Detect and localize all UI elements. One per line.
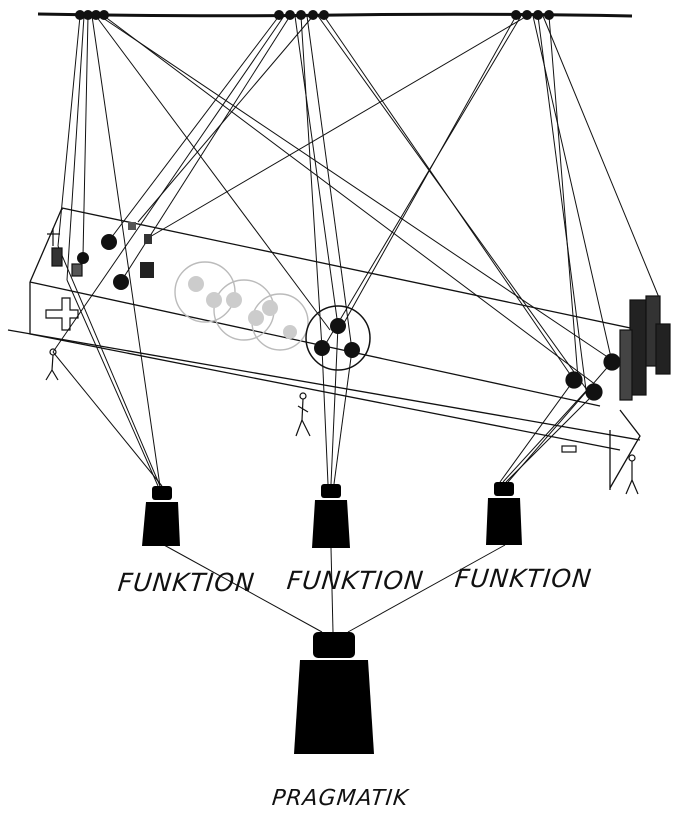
suspension-strings xyxy=(52,15,661,487)
weight-bottom-icon xyxy=(294,632,374,754)
faded-trail-circles xyxy=(174,261,309,351)
left-structure xyxy=(45,228,83,331)
active-group-circle xyxy=(305,305,371,371)
pulley-cluster-right xyxy=(511,10,554,20)
platform xyxy=(7,207,641,490)
weight-right-icon xyxy=(486,482,522,545)
pulley-cluster-left xyxy=(75,10,109,20)
weight-center-icon xyxy=(312,484,350,548)
weight-left-label: FUNKTION xyxy=(116,568,257,597)
weight-left-icon xyxy=(142,486,180,546)
pulley-cluster-center xyxy=(274,10,329,20)
weight-strings xyxy=(52,245,613,633)
weight-right-label: FUNKTION xyxy=(453,564,594,593)
platform-nodes xyxy=(77,222,154,290)
weight-bottom-label: PRAGMATIK xyxy=(270,786,410,811)
weight-center-label: FUNKTION xyxy=(285,566,426,595)
right-towers xyxy=(565,295,671,401)
stick-figures xyxy=(45,348,639,495)
